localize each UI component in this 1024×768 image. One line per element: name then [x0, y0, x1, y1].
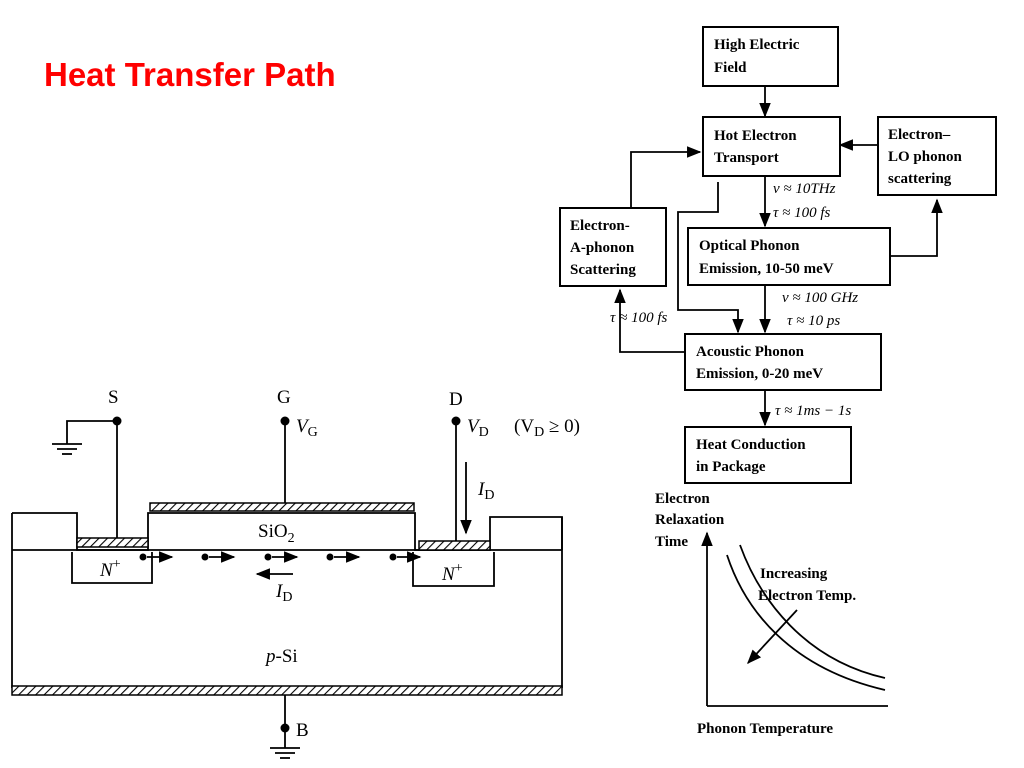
box-text: Optical Phonon: [699, 238, 800, 254]
curve-lower: [726, 554, 886, 691]
box-text: Electron–: [888, 127, 951, 143]
svg-text:Electron–: Electron–: [888, 127, 951, 143]
box-heat-conduction: Heat Conduction in Package: [684, 426, 852, 484]
label-tau-100fs-left: τ ≈ 100 fs: [610, 310, 668, 326]
label-vg: VG: [296, 416, 318, 440]
channel-electrons: [139, 551, 422, 563]
svg-text:Electron-: Electron-: [570, 218, 630, 234]
label-id-channel: ID: [275, 581, 292, 605]
svg-text:Optical Phonon: Optical Phonon: [699, 238, 800, 254]
svg-text:A-phonon: A-phonon: [570, 240, 635, 256]
label-oxide: SiO2: [258, 521, 295, 546]
svg-text:Emission, 0-20 meV: Emission, 0-20 meV: [696, 366, 823, 382]
label-n-plus-source: N+: [99, 557, 121, 581]
svg-text:in Package: in Package: [696, 459, 766, 475]
svg-text:High Electric: High Electric: [714, 37, 800, 53]
box-text: LO phonon: [888, 149, 962, 165]
box-text: Heat Conduction: [696, 437, 806, 453]
box-electron-lo-phonon: Electron– LO phonon scattering: [877, 116, 997, 196]
drain-contact: [418, 540, 491, 551]
arrow-acoustic-to-ascatter: [614, 288, 685, 353]
slide-title: Heat Transfer Path: [44, 56, 336, 93]
box-text: High Electric: [714, 37, 800, 53]
box-text: A-phonon: [570, 240, 635, 256]
svg-text:scattering: scattering: [888, 171, 952, 187]
label-nu-100ghz: ν ≈ 100 GHz: [782, 290, 858, 306]
arrow-ascatter-to-hot: [630, 146, 702, 207]
label-tau-ms: τ ≈ 1ms − 1s: [775, 403, 851, 419]
box-acoustic-phonon: Acoustic Phonon Emission, 0-20 meV: [684, 333, 882, 391]
box-text: Field: [714, 60, 747, 76]
svg-text:Field: Field: [714, 60, 747, 76]
box-text: Emission, 10-50 meV: [699, 261, 834, 277]
body-terminal-dot: [280, 723, 290, 733]
plot-ylabel-line3: Time: [655, 534, 688, 550]
box-text: scattering: [888, 171, 952, 187]
label-tau-100fs: τ ≈ 100 fs: [773, 205, 831, 221]
back-contact: [11, 685, 563, 696]
box-optical-phonon: Optical Phonon Emission, 10-50 meV: [687, 227, 891, 286]
label-drain: D: [449, 389, 463, 410]
label-vd: VD: [467, 416, 489, 440]
box-text: Transport: [714, 150, 779, 166]
source-contact: [76, 537, 149, 548]
box-text: Emission, 0-20 meV: [696, 366, 823, 382]
box-hot-electron-transport: Hot Electron Transport: [702, 116, 841, 177]
box-text: Scattering: [570, 262, 636, 278]
label-substrate: p-Si: [264, 646, 298, 667]
box-electron-a-phonon: Electron- A-phonon Scattering: [559, 207, 667, 287]
relaxation-plot: Electron Relaxation Time Increasing Elec…: [655, 491, 888, 737]
label-id-drain: ID: [477, 479, 494, 503]
curve-upper: [739, 544, 886, 679]
box-high-electric-field: High Electric Field: [702, 26, 839, 87]
arrow-increasing-temp: [747, 609, 798, 665]
flow-connectors: [614, 87, 943, 427]
source-ground-wire: [66, 420, 117, 444]
n-plus-drain-well: [412, 552, 495, 587]
arrow-optical-to-lo: [890, 198, 943, 257]
svg-text:Acoustic Phonon: Acoustic Phonon: [696, 344, 805, 360]
box-text: in Package: [696, 459, 766, 475]
label-body: B: [296, 720, 309, 741]
plot-ylabel-line2: Relaxation: [655, 512, 725, 528]
gate-contact: [149, 502, 415, 512]
plot-ylabel-line1: Electron: [655, 491, 710, 507]
annotation-line2: Electron Temp.: [758, 588, 856, 604]
plot-xlabel: Phonon Temperature: [697, 721, 833, 737]
label-tau-10ps: τ ≈ 10 ps: [787, 313, 840, 329]
box-text: Acoustic Phonon: [696, 344, 805, 360]
svg-text:Emission, 10-50 meV: Emission, 10-50 meV: [699, 261, 834, 277]
label-nu-10thz: ν ≈ 10THz: [773, 181, 836, 197]
label-vd-condition: (VD ≥ 0): [514, 416, 580, 440]
svg-text:LO phonon: LO phonon: [888, 149, 962, 165]
drain-terminal-dot: [451, 416, 461, 426]
n-plus-source-well: [71, 552, 153, 584]
gate-terminal-dot: [280, 416, 290, 426]
svg-text:Transport: Transport: [714, 150, 779, 166]
box-text: Electron-: [570, 218, 630, 234]
label-gate: G: [277, 387, 291, 408]
label-source: S: [108, 387, 119, 408]
label-n-plus-drain: N+: [441, 561, 463, 585]
arrow-hot-to-acoustic: [677, 182, 744, 334]
svg-text:Heat Conduction: Heat Conduction: [696, 437, 806, 453]
svg-text:Scattering: Scattering: [570, 262, 636, 278]
flowchart: High Electric Field Hot Electron Transpo…: [559, 26, 997, 484]
annotation-line1: Increasing: [760, 566, 828, 582]
mosfet-cross-section: S G D B VG VD (VD ≥ 0) ID ID SiO2 N+ N+ …: [11, 387, 580, 759]
svg-text:Hot Electron: Hot Electron: [714, 128, 797, 144]
box-text: Hot Electron: [714, 128, 797, 144]
